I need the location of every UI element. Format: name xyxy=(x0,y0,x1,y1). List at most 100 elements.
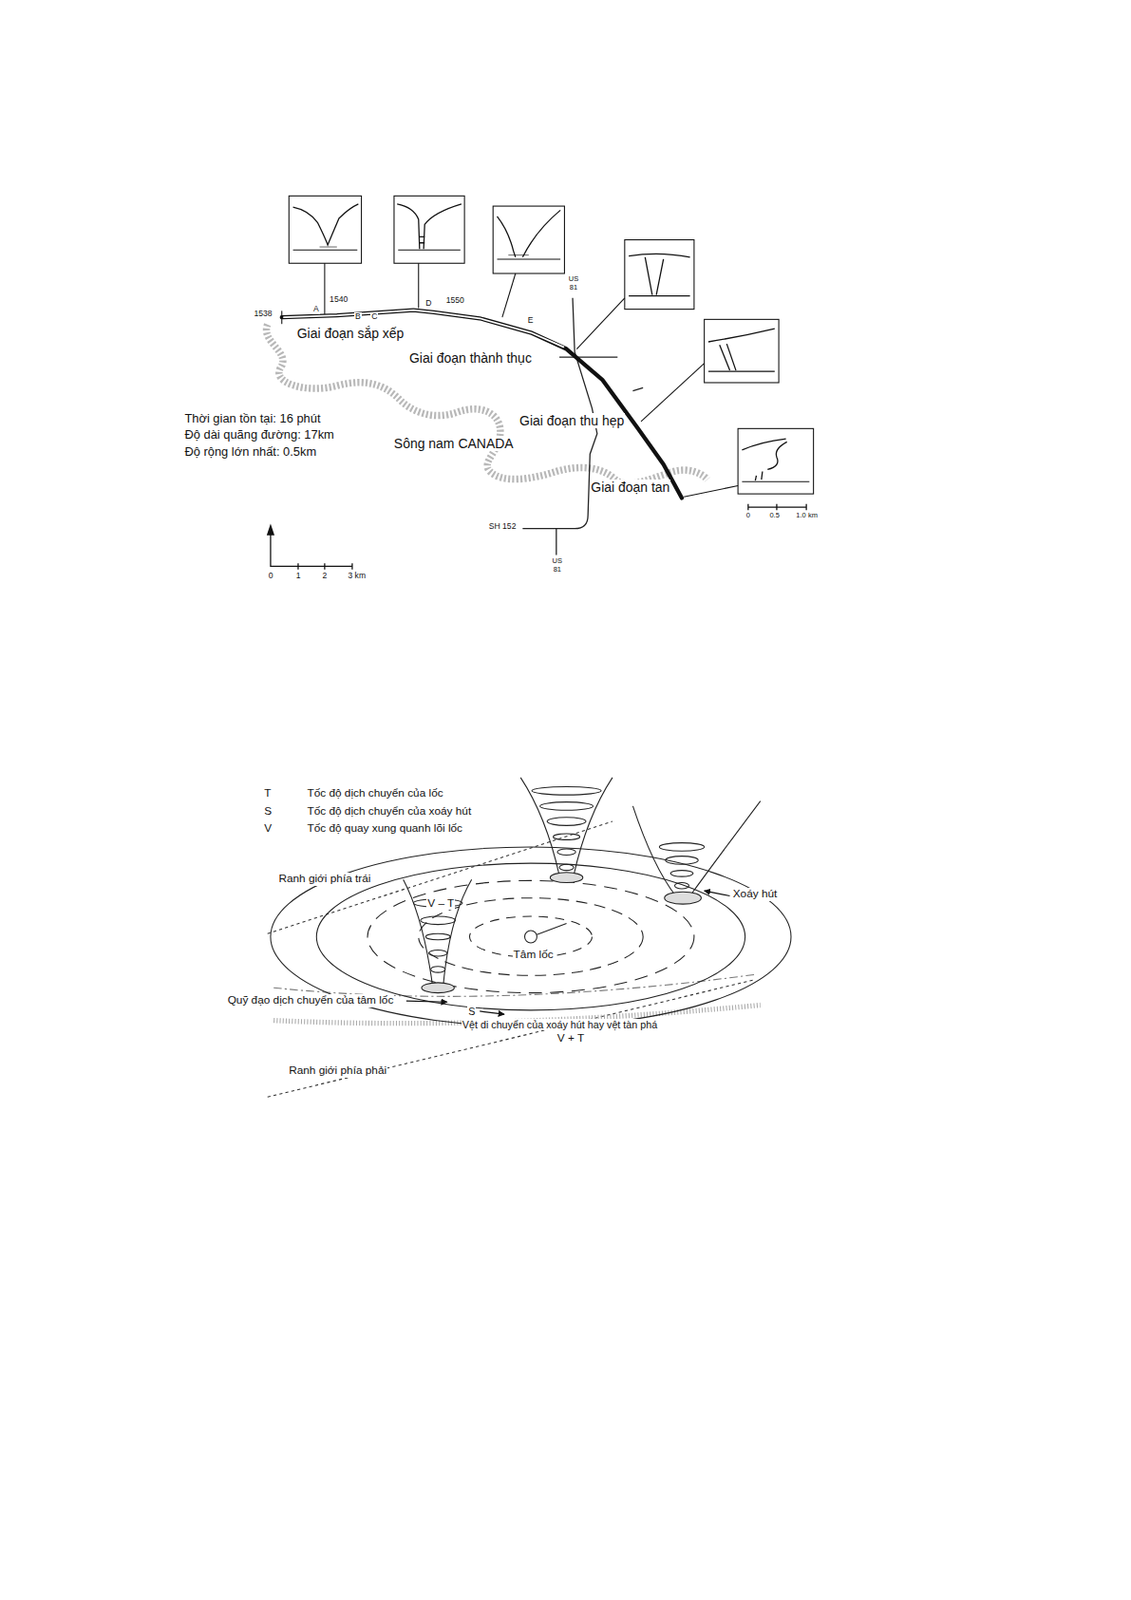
scale-number: 0.5 xyxy=(768,511,780,521)
tornado-track xyxy=(283,310,564,348)
inset-box xyxy=(394,195,465,264)
wind-circle xyxy=(418,898,643,977)
leader-line xyxy=(640,363,705,422)
inset-box xyxy=(288,195,361,264)
suction-vortex xyxy=(425,933,451,940)
funnel-cloud xyxy=(396,204,462,249)
speed-label: V – T xyxy=(426,897,455,911)
ground-line xyxy=(397,249,461,251)
inset-box xyxy=(492,206,565,274)
suction-vortex xyxy=(659,843,704,852)
suction-vortex xyxy=(674,883,689,889)
road-name: SH 152 xyxy=(488,522,518,532)
vortex-label: Xoáy hút xyxy=(732,887,779,902)
suction-vortex xyxy=(559,864,574,870)
suction-vortex xyxy=(670,870,694,877)
point-mark: D xyxy=(424,299,433,309)
trajectory-label: Quỹ đạo dịch chuyển của tâm lốc xyxy=(226,994,396,1008)
stat-note: Thời gian tồn tại: 16 phút xyxy=(183,412,321,427)
suction-vortex xyxy=(540,802,594,811)
arrow xyxy=(406,1000,448,1002)
scale-number: 2 xyxy=(321,571,329,582)
ground-line xyxy=(293,249,359,251)
funnel-cloud xyxy=(741,438,786,451)
stage-label: Giai đoạn thu hẹp xyxy=(518,413,625,429)
boundary-label: Ranh giới phía trái xyxy=(277,872,372,886)
leader-line xyxy=(324,263,738,497)
boundary-line xyxy=(267,821,613,934)
scale-bar xyxy=(270,530,353,567)
point-mark: B xyxy=(354,312,362,322)
stat-note: Độ dài quãng đường: 17km xyxy=(183,428,335,443)
funnel-cloud xyxy=(497,209,562,257)
road xyxy=(559,356,618,358)
ground-line xyxy=(708,371,775,373)
leader-line xyxy=(417,263,419,308)
inset-box xyxy=(737,428,814,494)
funnel-cloud xyxy=(644,257,663,296)
scale-number: 0 xyxy=(267,571,275,582)
suction-vortex xyxy=(632,801,760,897)
wind-circle xyxy=(525,930,538,943)
suction-vortex xyxy=(549,872,583,884)
arrow xyxy=(704,890,731,896)
leader-line xyxy=(576,298,625,350)
arrow xyxy=(479,1011,505,1015)
key-text: Tốc độ quay xung quanh lõi lốc xyxy=(305,822,464,836)
stat-note: Độ rộng lớn nhất: 0.5km xyxy=(183,445,318,460)
boundary-label: Ranh giới phía phải xyxy=(287,1064,388,1078)
wind-circle xyxy=(316,863,745,1011)
vortex-trajectory xyxy=(273,974,755,997)
suction-vortex xyxy=(546,817,586,827)
inset-box xyxy=(704,319,779,383)
stage-label: Giai đoạn sắp xếp xyxy=(296,325,406,341)
key-text: Tốc độ dịch chuyển của xoáy hút xyxy=(305,805,472,819)
suction-vortex xyxy=(664,891,702,905)
scale-bar xyxy=(748,504,807,510)
leader-line xyxy=(323,263,325,315)
ground-line xyxy=(497,258,562,260)
river xyxy=(266,324,708,484)
suction-vortex xyxy=(531,787,602,796)
suction-vortex xyxy=(420,916,456,925)
wind-circle xyxy=(367,880,695,993)
funnel-cloud xyxy=(628,253,690,258)
funnel-cloud xyxy=(293,204,359,246)
funnel-cloud xyxy=(508,254,528,256)
time-mark: 1538 xyxy=(253,309,274,320)
funnel-cloud xyxy=(320,246,338,248)
track-label: Vệt di chuyển của xoáy hút hay vệt tàn p… xyxy=(461,1018,659,1031)
leader-line xyxy=(502,273,516,318)
river-name: Sông nam CANADA xyxy=(393,435,515,452)
center-label: Tâm lốc xyxy=(512,948,555,962)
river xyxy=(266,324,708,484)
scale-number: 3 km xyxy=(346,571,367,582)
key-letter: T xyxy=(263,787,272,801)
point-mark: E xyxy=(527,316,535,326)
stage-label: Giai đoạn thành thục xyxy=(408,350,533,366)
funnel-cloud xyxy=(293,204,788,481)
funnel-cloud xyxy=(754,441,787,481)
scale-bar xyxy=(267,504,807,570)
funnel-cloud xyxy=(708,328,775,342)
tornado-track xyxy=(282,310,682,499)
road-name: US 81 xyxy=(547,557,566,574)
funnel-cloud xyxy=(719,343,736,371)
boundary-line xyxy=(267,821,756,1097)
point-mark: C xyxy=(370,312,378,322)
road-name: US 81 xyxy=(564,275,583,292)
suction-vortex xyxy=(421,982,454,994)
ground-line xyxy=(741,481,810,483)
scale-number: 1.0 km xyxy=(794,511,819,521)
funnel-cloud xyxy=(419,236,425,243)
scale-bar xyxy=(298,563,353,569)
tornado-track xyxy=(281,311,283,324)
suction-vortex xyxy=(557,848,576,855)
point-mark: A xyxy=(312,304,321,315)
suction-vortex xyxy=(553,833,581,840)
suction-vortex xyxy=(665,856,698,866)
road xyxy=(632,387,643,391)
road xyxy=(555,528,557,556)
